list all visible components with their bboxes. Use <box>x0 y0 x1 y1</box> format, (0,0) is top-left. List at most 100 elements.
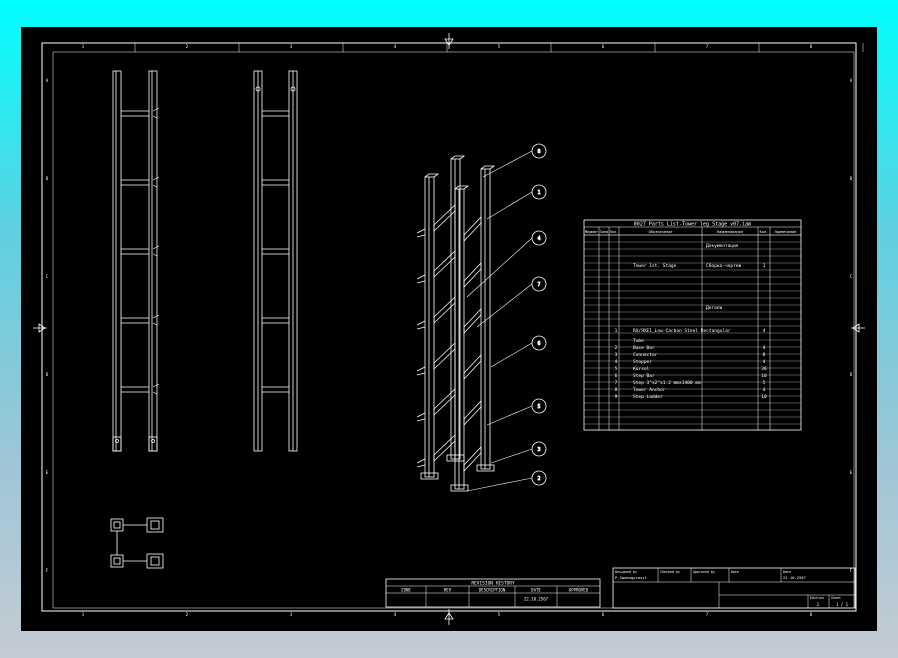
leader-line <box>476 283 533 328</box>
bom-qty: 4 <box>763 387 766 393</box>
balloon-number: 1 <box>537 190 540 196</box>
bom-name: Детали <box>706 305 723 311</box>
iso-rung <box>433 204 456 232</box>
title-block-label: Sheet <box>831 596 841 600</box>
bom-header: Примечание <box>775 230 797 234</box>
iso-step-bracket <box>416 228 426 238</box>
tower-base-plate <box>450 484 469 492</box>
border-row-label: F <box>850 568 853 573</box>
border-col-label: 5 <box>498 44 501 49</box>
border-col-label: 3 <box>290 44 293 49</box>
bom-qty: 1 <box>763 263 766 269</box>
tower-base-plate <box>446 454 465 462</box>
bom-designation: Step Ladder <box>633 394 663 400</box>
bom-designation: Stopper <box>633 359 652 365</box>
ladder-front-view <box>112 70 160 452</box>
step-bracket <box>152 176 160 188</box>
tower-leg-cap <box>424 173 440 178</box>
iso-step-bracket <box>416 412 426 422</box>
balloon-number: 2 <box>537 476 540 482</box>
part-balloon <box>531 143 547 159</box>
iso-rung <box>463 215 482 243</box>
iso-step-bracket <box>416 320 426 330</box>
title-block-label: Edition <box>810 596 824 600</box>
border-row-label: E <box>46 470 49 475</box>
part-balloon <box>531 335 547 351</box>
bom-header: Наименование <box>717 230 743 234</box>
iso-rung <box>433 434 456 462</box>
title-block-label: Approved by <box>693 570 715 574</box>
leader-line <box>490 342 533 368</box>
ladder-side-view <box>253 70 298 452</box>
bom-header: Обозначение <box>649 229 673 234</box>
border-col-label: 1 <box>82 612 85 617</box>
title-block-label: Date <box>731 570 739 574</box>
bom-title: 0027 Parts List-Tower leg Stage v07.iam <box>634 222 751 228</box>
title-block-scale: 1 <box>817 602 820 607</box>
bom-designation: Step Bar <box>633 373 655 379</box>
centering-marks <box>33 33 865 625</box>
tower-leg <box>450 158 461 460</box>
step-bracket <box>152 107 160 119</box>
border-row-label: D <box>850 372 853 377</box>
bom-header: Поз. <box>610 230 619 234</box>
bom-pos: 8 <box>615 387 618 393</box>
part-balloon <box>531 398 547 414</box>
bom-pos: 7 <box>615 380 618 386</box>
bom-pos: 1 <box>615 328 618 334</box>
iso-rung <box>463 399 482 427</box>
leader-line <box>482 150 533 178</box>
balloon-number: 6 <box>537 341 540 347</box>
bom-header: Зона <box>600 230 609 234</box>
step-bracket <box>152 245 160 257</box>
border-col-label: 8 <box>810 44 813 49</box>
bom-qty: 5 <box>763 380 766 386</box>
border-row-label: D <box>46 372 49 377</box>
bom-designation: Tube <box>633 338 644 344</box>
border-row-label: B <box>46 176 49 181</box>
border-col-label: 6 <box>602 612 605 617</box>
border-row-label: C <box>46 274 49 279</box>
iso-rung <box>433 388 456 416</box>
bom-designation: Tower Anchor <box>633 387 666 393</box>
bom-pos: 6 <box>615 373 618 379</box>
tower-base-plate <box>476 464 495 472</box>
border-row-label: E <box>850 470 853 475</box>
iso-rung <box>463 445 482 473</box>
border-col-label: 2 <box>186 612 189 617</box>
step-bracket <box>152 314 160 326</box>
border-row-label: A <box>850 78 853 83</box>
title-block-label: Designed by <box>615 570 637 574</box>
bom-header: Формат <box>585 230 598 234</box>
part-balloon <box>531 230 547 246</box>
iso-rung <box>433 296 456 324</box>
leader-line <box>466 237 533 298</box>
part-balloon <box>531 470 547 486</box>
bom-designation: Kursol <box>633 366 650 372</box>
revision-date: 22.10.2567 <box>524 597 549 602</box>
border-col-label: 6 <box>602 44 605 49</box>
border-row-label: B <box>850 176 853 181</box>
title-block-frame <box>612 567 856 609</box>
iso-step-bracket <box>416 274 426 284</box>
bom-qty: 8 <box>763 352 766 358</box>
bom-frame <box>583 219 802 431</box>
leader-line <box>486 405 533 426</box>
bom-qty: 30 <box>761 366 767 372</box>
border-col-label: 2 <box>186 44 189 49</box>
leader-line <box>466 477 533 492</box>
border-row-label: A <box>46 78 49 83</box>
bom-qty: 4 <box>763 328 766 334</box>
revision-header: DESCRIPTION <box>479 588 506 593</box>
iso-rung <box>463 261 482 289</box>
bom-qty: 4 <box>763 345 766 351</box>
balloon-number: 7 <box>537 282 540 288</box>
title-block-label: Date <box>783 570 791 574</box>
bom-name: Документация <box>706 243 739 249</box>
tower-base-plate <box>420 472 439 480</box>
revision-header: DATE <box>531 588 541 593</box>
